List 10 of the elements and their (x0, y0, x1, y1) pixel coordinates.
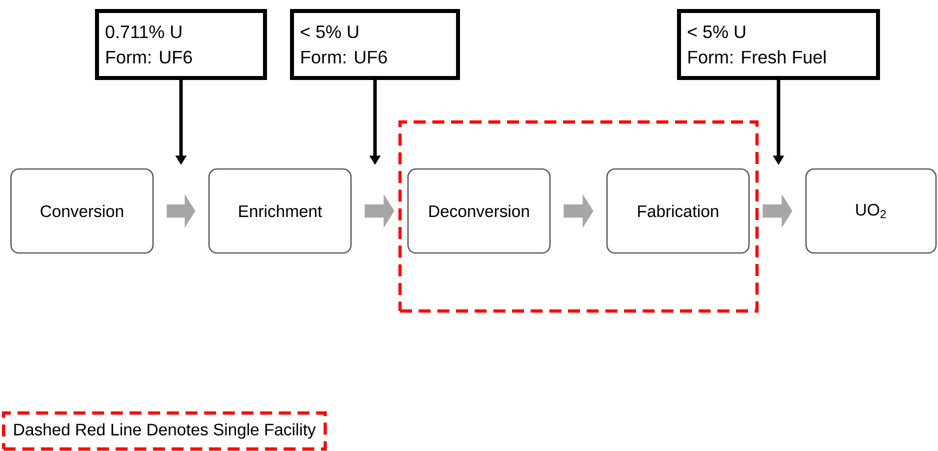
callout-box: 0.711% U Form: UF6 (95, 9, 267, 80)
process-box: Deconversion (407, 168, 551, 254)
process-box: UO$_{2}$ (805, 168, 937, 254)
process-box: Fabrication (606, 168, 750, 254)
callout-box: < 5% U Form: UF6 (290, 9, 460, 80)
process-box: Enrichment (208, 168, 352, 254)
legend-entry: Dashed Red Line Denotes Single Facility (2, 411, 327, 451)
process-box: Conversion (10, 168, 154, 254)
facility-boundary (398, 120, 759, 313)
callout-box: < 5% U Form: Fresh Fuel (677, 9, 880, 80)
